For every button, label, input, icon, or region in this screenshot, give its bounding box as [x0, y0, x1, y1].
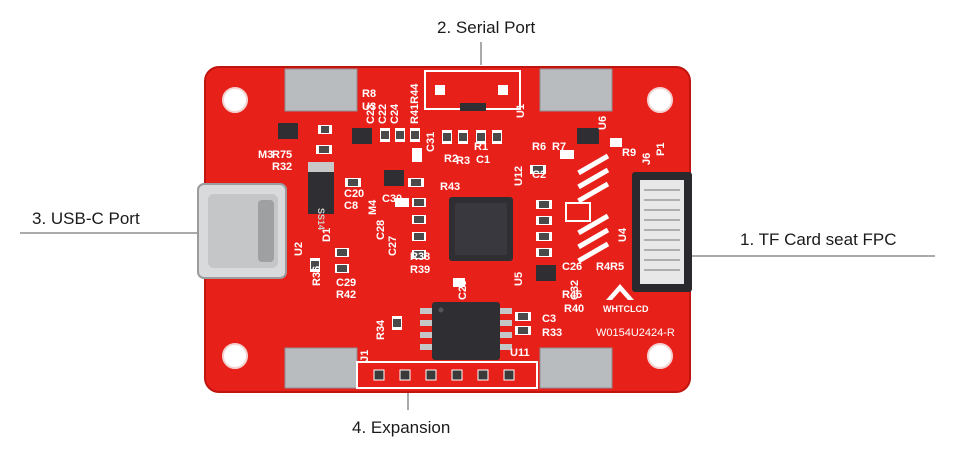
silk-u6: U6	[597, 116, 609, 130]
callout-serial-port: 2. Serial Port	[437, 18, 536, 37]
silk-d1: D1	[321, 228, 333, 242]
silk-u3: U3	[362, 101, 376, 113]
ss14-diode	[308, 162, 334, 214]
expansion-header	[356, 361, 538, 389]
silk-r45: R45	[562, 289, 582, 301]
usb-c-port	[197, 183, 287, 279]
silk-m4: M4	[367, 199, 379, 215]
silk-j6: J6	[641, 153, 653, 165]
sot-parts	[278, 123, 599, 281]
silk-r5: R5	[610, 261, 624, 273]
silk-m3: M3	[258, 149, 273, 161]
silk-r3: R3	[456, 155, 470, 167]
silk-c30: C30	[382, 193, 402, 205]
silk-u12: U12	[513, 166, 525, 186]
silk-ss14: SS14	[316, 208, 326, 230]
silk-u11: U11	[510, 347, 530, 359]
silk-p1: P1	[655, 143, 667, 156]
silk-c8: C8	[344, 200, 358, 212]
silk-c32: C32	[569, 280, 581, 300]
silk-c27: C27	[387, 236, 399, 256]
silkscreen-labels: R41R44 R8 U3 C22 C24 C23 U1 M3 R75 R32 C…	[258, 83, 667, 362]
serial-port-connector	[424, 70, 521, 111]
silk-u1: U1	[515, 104, 527, 118]
flash-chip	[420, 302, 512, 360]
metal-pads	[284, 68, 613, 389]
silk-r4: R4	[596, 261, 611, 273]
model-number-text: W0154U2424-R	[596, 327, 675, 339]
callout-expansion: 4. Expansion	[352, 418, 451, 437]
silk-c2: C2	[532, 169, 546, 181]
silk-bars	[565, 153, 610, 264]
silk-c23: C23	[365, 104, 377, 124]
silk-r42: R42	[336, 289, 356, 301]
brand-text: WHTCLCD	[603, 304, 649, 314]
silk-r8: R8	[362, 88, 376, 100]
silk-c31: C31	[425, 132, 437, 152]
silk-r43: R43	[440, 181, 460, 193]
silk-c24: C24	[389, 103, 401, 124]
silk-r40: R40	[564, 303, 584, 315]
silk-c20: C20	[344, 188, 364, 200]
silk-r38: R38	[410, 251, 430, 263]
silk-c26: C26	[562, 261, 582, 273]
silk-c28: C28	[375, 220, 387, 240]
callout-tf-card-fpc: 1. TF Card seat FPC	[740, 230, 897, 249]
main-mcu-chip	[449, 197, 513, 261]
silk-r2: R2	[444, 153, 458, 165]
brand-logo	[606, 284, 634, 300]
silk-r6: R6	[532, 141, 546, 153]
silk-r36: R36	[311, 266, 323, 286]
silk-r39: R39	[410, 264, 430, 276]
silk-c29: C29	[336, 277, 356, 289]
silk-u2: U2	[293, 242, 305, 256]
tf-card-fpc-connector	[632, 172, 692, 292]
silk-r34: R34	[375, 319, 387, 340]
silk-r33: R33	[542, 327, 562, 339]
passive-components	[310, 125, 622, 335]
silk-c22: C22	[377, 104, 389, 124]
silk-r32: R32	[272, 161, 292, 173]
silk-c25: C25	[457, 280, 469, 300]
silk-u4: U4	[617, 227, 629, 242]
silk-r1: R1	[474, 141, 488, 153]
silk-r9: R9	[622, 147, 636, 159]
silk-c3: C3	[542, 313, 556, 325]
silk-r7: R7	[552, 141, 566, 153]
silk-r41r44: R41R44	[409, 83, 421, 124]
silk-u5: U5	[513, 272, 525, 286]
silk-j1: J1	[359, 350, 371, 362]
callout-usb-c-port: 3. USB-C Port	[32, 209, 140, 228]
silk-c1: C1	[476, 154, 490, 166]
silk-r75: R75	[272, 149, 292, 161]
mounting-holes	[222, 87, 673, 369]
